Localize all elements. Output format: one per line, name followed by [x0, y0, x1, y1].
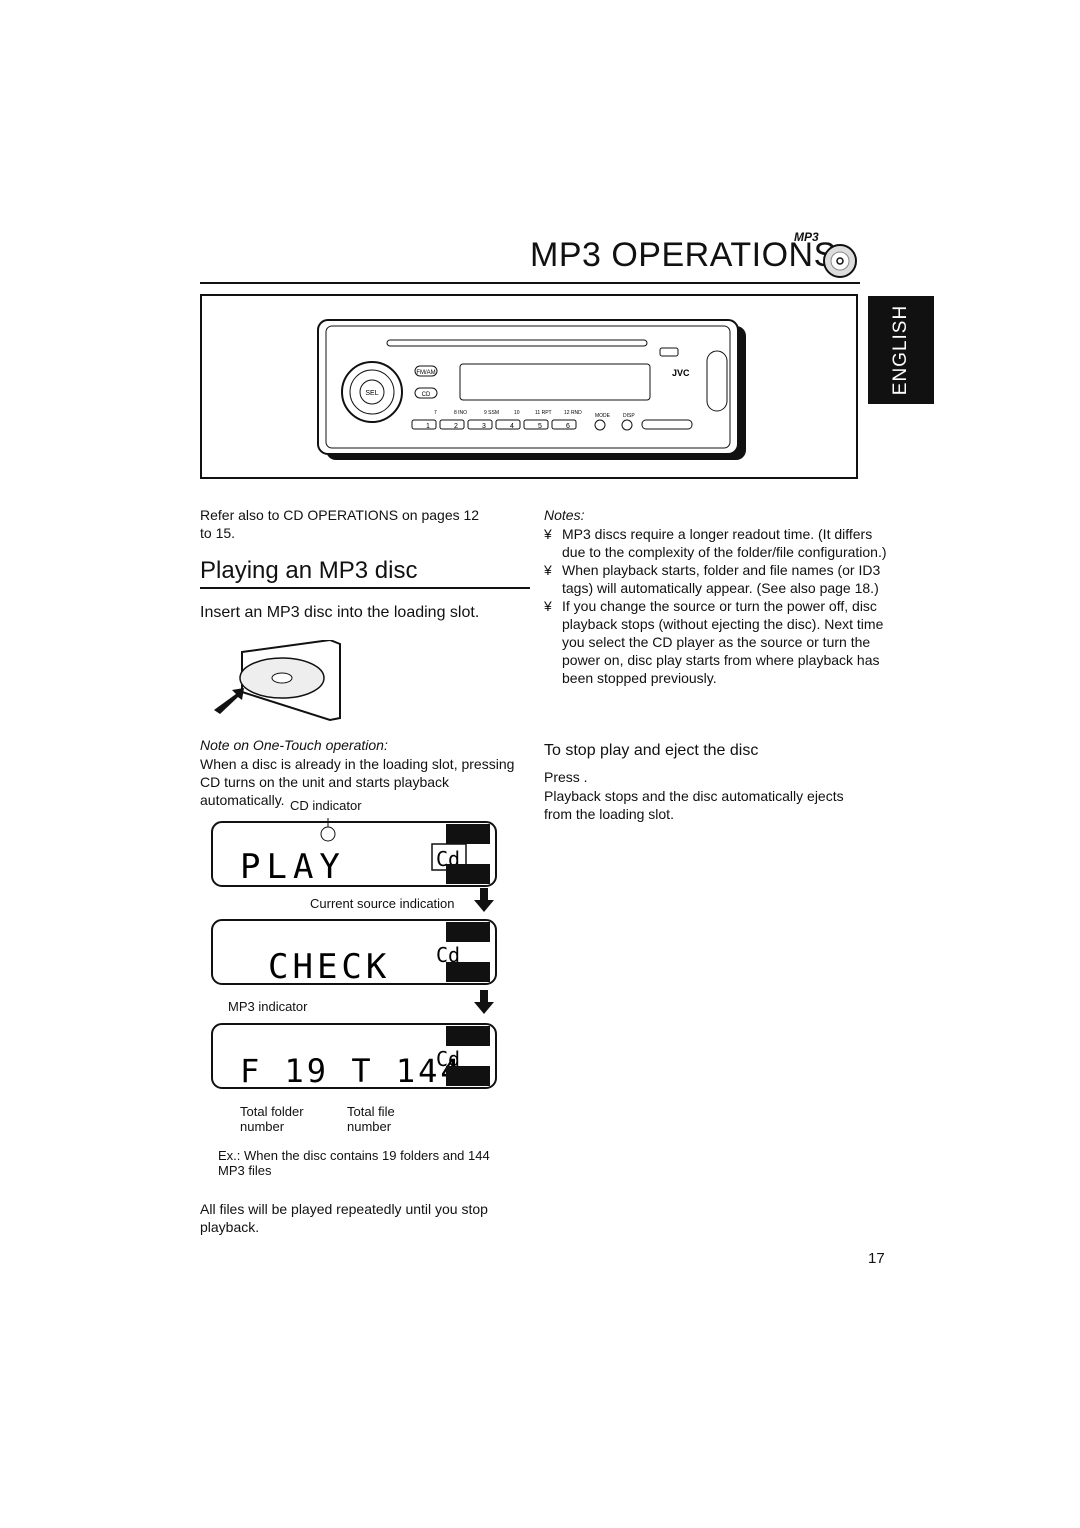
- fmam-button-label: FM/AM: [416, 370, 435, 376]
- svg-text:6: 6: [566, 423, 570, 430]
- current-source-label: Current source indication: [310, 896, 455, 911]
- display-main-text: PLAY: [240, 847, 346, 887]
- press-text: Press .: [544, 769, 588, 785]
- language-tab: ENGLISH: [868, 296, 934, 404]
- down-arrow-icon: [474, 888, 494, 912]
- page-number: 17: [868, 1250, 885, 1267]
- display-main-text: F 19 T 144: [240, 1052, 463, 1090]
- note-title: Note on One-Touch operation:: [200, 737, 388, 753]
- list-item: ¥When playback starts, folder and file n…: [544, 562, 881, 596]
- brand-logo: JVC: [672, 368, 690, 378]
- cd-button-label: CD: [422, 392, 431, 398]
- down-arrow-icon: [474, 990, 494, 1014]
- page-title: MP3 OPERATIONS: [530, 236, 837, 274]
- svg-text:2: 2: [454, 423, 458, 430]
- refer-text: Refer also to CD OPERATIONS on pages 12 …: [200, 507, 480, 541]
- svg-text:9 SSM: 9 SSM: [484, 410, 499, 416]
- notes-list: ¥MP3 discs require a longer readout time…: [544, 525, 890, 687]
- lcd-display-play: PLAY Cd: [211, 818, 497, 887]
- stop-text: Playback stops and the disc automaticall…: [544, 788, 844, 822]
- device-figure: SEL FM/AM CD JVC 7 8 INO 9 SSM 10 11 RPT…: [200, 294, 858, 479]
- step-text: Insert an MP3 disc into the loading slot…: [200, 604, 480, 621]
- svg-text:MODE: MODE: [595, 413, 611, 419]
- notes-title: Notes:: [544, 507, 585, 523]
- preset-buttons: 1 2 3 4 5 6: [411, 419, 577, 430]
- section-rule: [200, 587, 530, 589]
- total-file-label: Total file number: [347, 1104, 395, 1134]
- svg-text:3: 3: [482, 423, 486, 430]
- note-text: When a disc is already in the loading sl…: [200, 756, 515, 808]
- cd-indicator-label: CD indicator: [290, 798, 362, 813]
- lcd-display-mp3: F 19 T 144 Cd: [211, 1023, 497, 1090]
- svg-text:5: 5: [538, 423, 542, 430]
- svg-text:1: 1: [426, 423, 430, 430]
- sel-knob-label: SEL: [365, 390, 378, 397]
- svg-text:4: 4: [510, 423, 514, 430]
- list-item: ¥MP3 discs require a longer readout time…: [544, 526, 887, 560]
- lcd-display-check: CHECK Cd: [211, 919, 497, 987]
- svg-text:12 RND: 12 RND: [564, 410, 582, 416]
- svg-text:7: 7: [434, 410, 437, 416]
- disc-icon: [823, 244, 857, 278]
- display-main-text: CHECK: [268, 947, 390, 987]
- language-label: ENGLISH: [890, 304, 911, 396]
- svg-text:10: 10: [514, 410, 520, 416]
- preset-captions: 7 8 INO 9 SSM 10 11 RPT 12 RND MODE DISP: [434, 410, 635, 419]
- svg-text:8 INO: 8 INO: [454, 410, 467, 416]
- disc-insert-illustration: [214, 640, 341, 722]
- mp3-indicator-label: MP3 indicator: [228, 999, 308, 1014]
- stop-title: To stop play and eject the disc: [544, 742, 759, 759]
- mp3-badge: MP3: [794, 230, 819, 244]
- section-title: Playing an MP3 disc: [200, 557, 418, 584]
- car-stereo-illustration: SEL FM/AM CD JVC 7 8 INO 9 SSM 10 11 RPT…: [317, 319, 746, 460]
- repeat-text: All files will be played repeatedly unti…: [200, 1201, 488, 1235]
- svg-text:DISP: DISP: [623, 413, 635, 419]
- title-rule: [200, 282, 860, 284]
- svg-text:11 RPT: 11 RPT: [535, 410, 552, 416]
- total-folder-label: Total folder number: [240, 1104, 304, 1134]
- example-text: Ex.: When the disc contains 19 folders a…: [218, 1148, 490, 1178]
- list-item: ¥If you change the source or turn the po…: [544, 598, 884, 686]
